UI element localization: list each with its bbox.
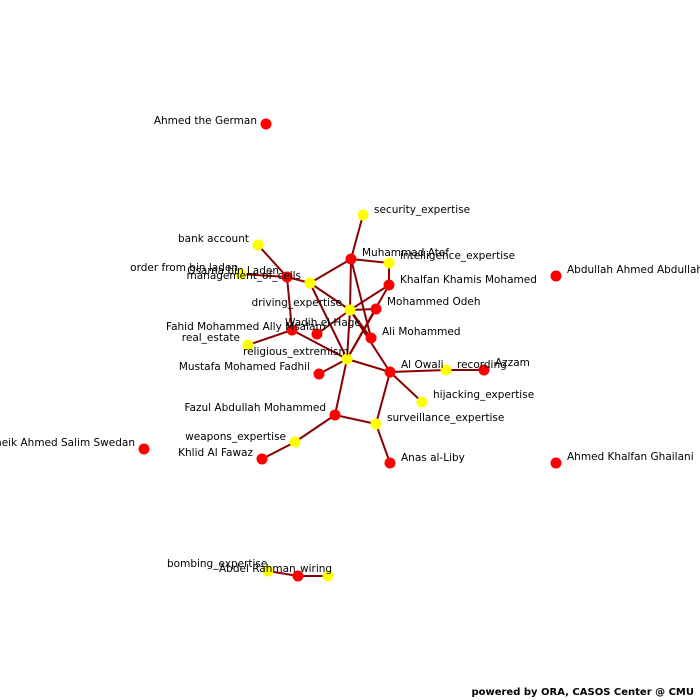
edge-religious-fazul	[334, 358, 348, 416]
edge-fazul-surveillance	[334, 414, 377, 425]
node-wiring[interactable]	[322, 570, 334, 582]
edge-msalam-religious	[291, 329, 348, 360]
node-khalfan[interactable]	[383, 279, 395, 291]
node-label-wiring: wiring	[300, 563, 332, 575]
node-binladen[interactable]	[281, 271, 293, 283]
edge-binladen-msalam	[286, 276, 293, 331]
node-atef[interactable]	[345, 253, 357, 265]
node-label-khalfan: Khalfan Khamis Mohamed	[400, 274, 537, 286]
node-label-fawaz: Khlid Al Fawaz	[178, 447, 253, 459]
node-label-fazul: Fazul Abdullah Mohammed	[184, 402, 326, 414]
node-ahmed_german[interactable]	[260, 118, 272, 130]
node-label-religious: religious_extremism	[243, 346, 349, 358]
edge-mgmt-driving	[309, 282, 351, 311]
edge-atef-intel	[350, 258, 390, 264]
node-label-azzam: Azzam	[495, 357, 530, 369]
node-label-recording: recording	[457, 359, 507, 371]
node-label-binladen: Osama bin Laden	[187, 265, 279, 277]
node-security[interactable]	[357, 209, 369, 221]
node-label-wadih: Wadih el Hage	[285, 317, 361, 329]
node-label-realestate: real_estate	[182, 332, 240, 344]
node-azzam[interactable]	[478, 364, 490, 376]
edge-atef-driving	[349, 258, 352, 311]
node-label-odeh: Mohammed Odeh	[387, 296, 481, 308]
node-fadhil[interactable]	[313, 368, 325, 380]
node-label-sheik: Sheik Ahmed Salim Swedan	[0, 437, 135, 449]
node-realestate[interactable]	[242, 339, 254, 351]
node-surveillance[interactable]	[370, 418, 382, 430]
node-label-surveillance: surveillance_expertise	[387, 412, 504, 424]
node-religious[interactable]	[341, 353, 353, 365]
node-ali[interactable]	[365, 332, 377, 344]
node-label-weapons: weapons_expertise	[185, 431, 286, 443]
edge-realestate-msalam	[247, 329, 293, 346]
edge-mgmt-atef	[309, 258, 352, 284]
node-anas[interactable]	[384, 457, 396, 469]
node-label-fadhil: Mustafa Mohamed Fadhil	[179, 361, 310, 373]
edge-owali-hijacking	[389, 371, 423, 403]
node-hijacking[interactable]	[416, 396, 428, 408]
node-label-security: security_expertise	[374, 204, 470, 216]
node-ghailani[interactable]	[550, 457, 562, 469]
node-bombing[interactable]	[262, 565, 274, 577]
node-label-driving: driving_expertise	[252, 297, 343, 309]
edge-order-binladen	[240, 273, 288, 278]
edge-fazul-weapons	[294, 414, 336, 443]
node-label-bombing: bombing_expertise	[167, 558, 267, 570]
edge-driving-wadih	[316, 309, 351, 335]
edge-security-atef	[350, 214, 364, 260]
node-label-order: order from bin laden	[130, 262, 238, 274]
node-label-bank: bank account	[178, 233, 249, 245]
node-label-atef: Muhammad Atef	[362, 247, 449, 259]
edge-weapons-fawaz	[261, 441, 296, 460]
node-label-mgmt: management_of_cells	[187, 270, 302, 282]
node-msalam[interactable]	[286, 324, 298, 336]
node-label-ahmed_german: Ahmed the German	[154, 115, 257, 127]
node-abdelrahman[interactable]	[292, 570, 304, 582]
edge-mgmt-religious	[309, 282, 348, 360]
edge-bank-binladen	[257, 244, 288, 278]
edge-driving-religious	[346, 309, 351, 360]
edge-odeh-religious	[346, 308, 377, 360]
node-recording[interactable]	[440, 364, 452, 376]
edge-owali-surveillance	[375, 371, 391, 425]
node-label-ghailani: Ahmed Khalfan Ghailani	[567, 451, 694, 463]
footer-credit: powered by ORA, CASOS Center @ CMU	[471, 687, 694, 698]
edge-owali-recording	[389, 369, 447, 373]
node-intel[interactable]	[383, 257, 395, 269]
node-label-abdelrahman: Abdel Rahman	[219, 563, 296, 575]
node-mgmt[interactable]	[304, 277, 316, 289]
node-label-intel: intelligence_expertise	[400, 250, 515, 262]
node-label-anas: Anas al-Liby	[401, 452, 465, 464]
edge-religious-owali	[346, 358, 391, 373]
node-label-ali: Ali Mohammed	[382, 326, 461, 338]
node-abdullah[interactable]	[550, 270, 562, 282]
node-wadih[interactable]	[311, 328, 323, 340]
node-odeh[interactable]	[370, 303, 382, 315]
node-sheik[interactable]	[138, 443, 150, 455]
node-label-owali: Al Owali	[401, 359, 444, 371]
node-weapons[interactable]	[289, 436, 301, 448]
node-owali[interactable]	[384, 366, 396, 378]
node-bank[interactable]	[252, 239, 264, 251]
node-label-msalam: Fahid Mohammed Ally Msalam	[166, 321, 326, 333]
node-layer	[138, 118, 562, 582]
node-driving[interactable]	[344, 304, 356, 316]
edge-surveillance-anas	[375, 423, 391, 464]
node-fazul[interactable]	[329, 409, 341, 421]
node-label-abdullah: Abdullah Ahmed Abdullah	[567, 264, 700, 276]
node-label-hijacking: hijacking_expertise	[433, 389, 534, 401]
edge-khalfan-driving	[349, 284, 390, 311]
node-fawaz[interactable]	[256, 453, 268, 465]
node-order[interactable]	[235, 268, 247, 280]
